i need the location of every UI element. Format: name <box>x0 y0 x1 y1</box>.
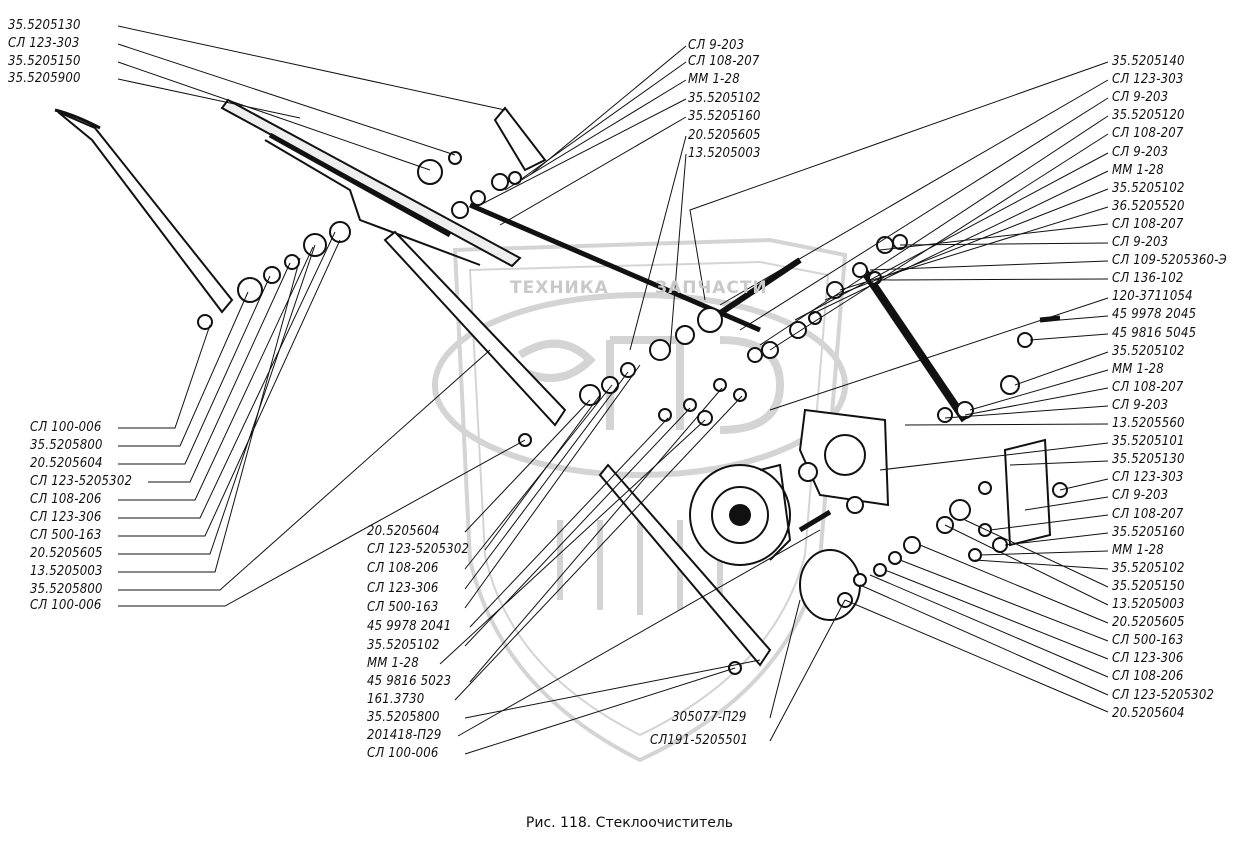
label-right-2: СЛ 123-303 <box>1112 72 1184 88</box>
label-right-24: СЛ 123-303 <box>1112 470 1184 486</box>
label-right-1: 35.5205140 <box>1112 54 1185 69</box>
label-top-6: 20.5205605 <box>688 128 761 143</box>
label-right-16: 45 9816 5045 <box>1112 325 1197 341</box>
right-pivot-bracket <box>1003 438 1052 547</box>
label-right-35: СЛ 108-206 <box>1112 669 1184 685</box>
label-center-3: СЛ 108-206 <box>367 561 439 576</box>
label-center-1: 20.5205604 <box>367 524 440 539</box>
label-top-2: СЛ 108-207 <box>688 54 760 69</box>
label-center-9: 45 9816 5023 <box>367 674 452 689</box>
label-center-4: СЛ 123-306 <box>367 581 439 596</box>
label-left-13: 13.5205003 <box>30 564 103 579</box>
label-right-3: СЛ 9-203 <box>1112 90 1169 106</box>
label-top-4: 35.5205102 <box>688 91 761 106</box>
label-top-1: СЛ 9-203 <box>688 38 745 53</box>
label-right-4: 35.5205120 <box>1112 108 1185 124</box>
label-right-13: СЛ 136-102 <box>1112 271 1184 287</box>
label-top-5: 35.5205160 <box>688 109 761 124</box>
label-left-5: СЛ 100-006 <box>30 420 102 435</box>
label-right-31: 13.5205003 <box>1112 597 1185 612</box>
right-lever <box>856 262 969 423</box>
parts <box>54 98 1068 675</box>
label-right-36: СЛ 123-5205302 <box>1112 687 1215 703</box>
label-right-33: СЛ 500-163 <box>1112 633 1184 649</box>
label-right-15: 45 9978 2045 <box>1112 307 1197 323</box>
label-left-15: СЛ 100-006 <box>30 598 102 613</box>
leader-lines <box>117 25 1109 755</box>
label-right-20: СЛ 9-203 <box>1112 397 1169 413</box>
label-center-8: ММ 1-28 <box>367 656 419 671</box>
label-center-12: 201418-П29 <box>367 728 442 743</box>
watermark-text-left: ТЕХНИКА <box>510 278 609 298</box>
label-right-32: 20.5205605 <box>1112 615 1185 631</box>
label-left-7: 20.5205604 <box>30 456 103 471</box>
label-left-9: СЛ 108-206 <box>30 492 102 507</box>
label-right-18: ММ 1-28 <box>1112 361 1164 377</box>
left-arm-tip <box>54 108 101 130</box>
label-bottom-2: СЛ191-5205501 <box>650 733 749 748</box>
label-center-11: 35.5205800 <box>367 710 440 725</box>
label-left-3: 35.5205150 <box>8 54 81 69</box>
label-left-8: СЛ 123-5205302 <box>30 474 133 489</box>
label-right-21: 13.5205560 <box>1112 416 1185 431</box>
link-rod-right <box>708 257 802 323</box>
label-top-3: ММ 1-28 <box>688 72 740 87</box>
label-right-6: СЛ 9-203 <box>1112 144 1169 160</box>
left-wiper-arm <box>57 111 234 314</box>
label-right-27: 35.5205160 <box>1112 524 1185 540</box>
label-right-25: СЛ 9-203 <box>1112 488 1169 504</box>
watermark-text-right: ЗАПЧАСТИ <box>655 278 768 298</box>
label-left-2: СЛ 123-303 <box>8 36 80 51</box>
label-right-37: 20.5205604 <box>1112 705 1185 721</box>
label-right-10: СЛ 108-207 <box>1112 216 1184 232</box>
label-right-12: СЛ 109-5205360-Э <box>1112 253 1227 269</box>
label-right-30: 35.5205150 <box>1112 578 1185 594</box>
label-right-22: 35.5205101 <box>1112 434 1185 450</box>
label-left-11: СЛ 500-163 <box>30 528 102 543</box>
label-left-4: 35.5205900 <box>8 71 81 86</box>
bolt-center <box>798 509 832 533</box>
label-left-6: 35.5205800 <box>30 438 103 453</box>
label-center-6: 45 9978 2041 <box>367 619 452 634</box>
label-left-12: 20.5205605 <box>30 546 103 561</box>
label-left-14: 35.5205800 <box>30 582 103 597</box>
label-left-1: 35.5205130 <box>8 18 81 33</box>
label-left-10: СЛ 123-306 <box>30 510 102 525</box>
label-right-11: СЛ 9-203 <box>1112 235 1169 250</box>
label-right-14: 120-3711054 <box>1112 289 1193 305</box>
label-right-17: 35.5205102 <box>1112 343 1185 359</box>
mounting-plate <box>798 408 890 507</box>
label-right-8: 35.5205102 <box>1112 180 1185 196</box>
lower-wiper-arm <box>598 463 772 667</box>
label-right-26: СЛ 108-207 <box>1112 506 1184 522</box>
label-right-23: 35.5205130 <box>1112 452 1185 468</box>
label-right-34: СЛ 123-306 <box>1112 651 1184 667</box>
label-right-9: 36.5205520 <box>1112 198 1185 214</box>
label-center-10: 161.3730 <box>367 692 425 707</box>
label-center-13: СЛ 100-006 <box>367 746 439 761</box>
label-center-5: СЛ 500-163 <box>367 600 439 615</box>
motor-body <box>799 549 861 621</box>
label-bottom-1: 305077-П29 <box>672 710 747 725</box>
label-right-19: СЛ 108-207 <box>1112 379 1184 395</box>
label-right-28: ММ 1-28 <box>1112 542 1164 558</box>
label-right-7: ММ 1-28 <box>1112 162 1164 178</box>
label-center-7: 35.5205102 <box>367 638 440 653</box>
label-right-5: СЛ 108-207 <box>1112 126 1184 142</box>
label-right-29: 35.5205102 <box>1112 560 1185 576</box>
top-pivot-bracket <box>493 106 547 172</box>
figure-caption: Рис. 118. Стеклоочиститель <box>525 815 734 831</box>
label-top-7: 13.5205003 <box>688 146 761 161</box>
label-center-2: СЛ 123-5205302 <box>367 542 470 557</box>
center-wiper-arm <box>383 230 567 427</box>
washers <box>197 151 1068 675</box>
left-wiper-blade <box>220 98 522 268</box>
